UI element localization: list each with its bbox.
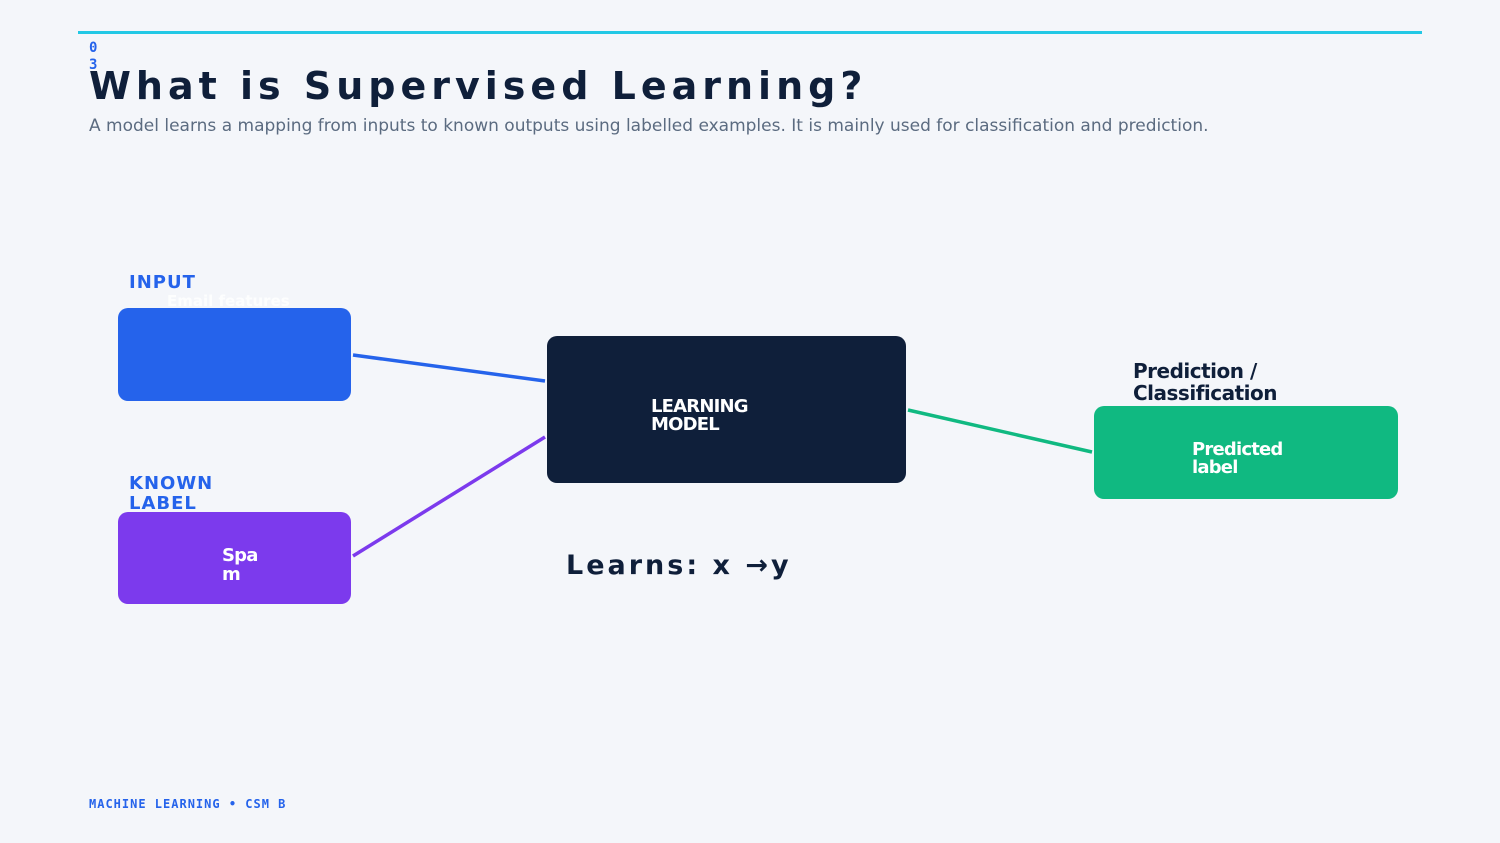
input-node-text: Email features bbox=[167, 292, 290, 310]
footer-course-label: MACHINE LEARNING • CSM B bbox=[89, 797, 287, 811]
known-label-node-label: KNOWN LABEL bbox=[129, 473, 214, 514]
input-node bbox=[118, 308, 351, 401]
learning-model-node: LEARNING MODEL bbox=[547, 336, 906, 483]
known-label-node-text: Spam bbox=[222, 545, 258, 585]
learning-model-node-text: LEARNING MODEL bbox=[651, 396, 749, 435]
page-title: What is Supervised Learning? bbox=[89, 64, 868, 108]
top-accent-rule bbox=[78, 31, 1422, 34]
slide-number: 03 bbox=[89, 40, 98, 73]
input-node-label: INPUT bbox=[129, 272, 196, 293]
prediction-node-text: Predicted label bbox=[1192, 439, 1283, 478]
prediction-node-label: Prediction / Classification bbox=[1133, 359, 1278, 405]
prediction-node: Predicted label bbox=[1094, 406, 1398, 499]
known-label-node: Spam bbox=[118, 512, 351, 604]
mapping-formula: Learns: x →y bbox=[566, 550, 792, 581]
page-subtitle: A model learns a mapping from inputs to … bbox=[89, 116, 1209, 136]
label-to-model-connector bbox=[352, 435, 546, 558]
model-to-output-connector bbox=[907, 408, 1093, 454]
input-to-model-connector bbox=[352, 353, 546, 383]
